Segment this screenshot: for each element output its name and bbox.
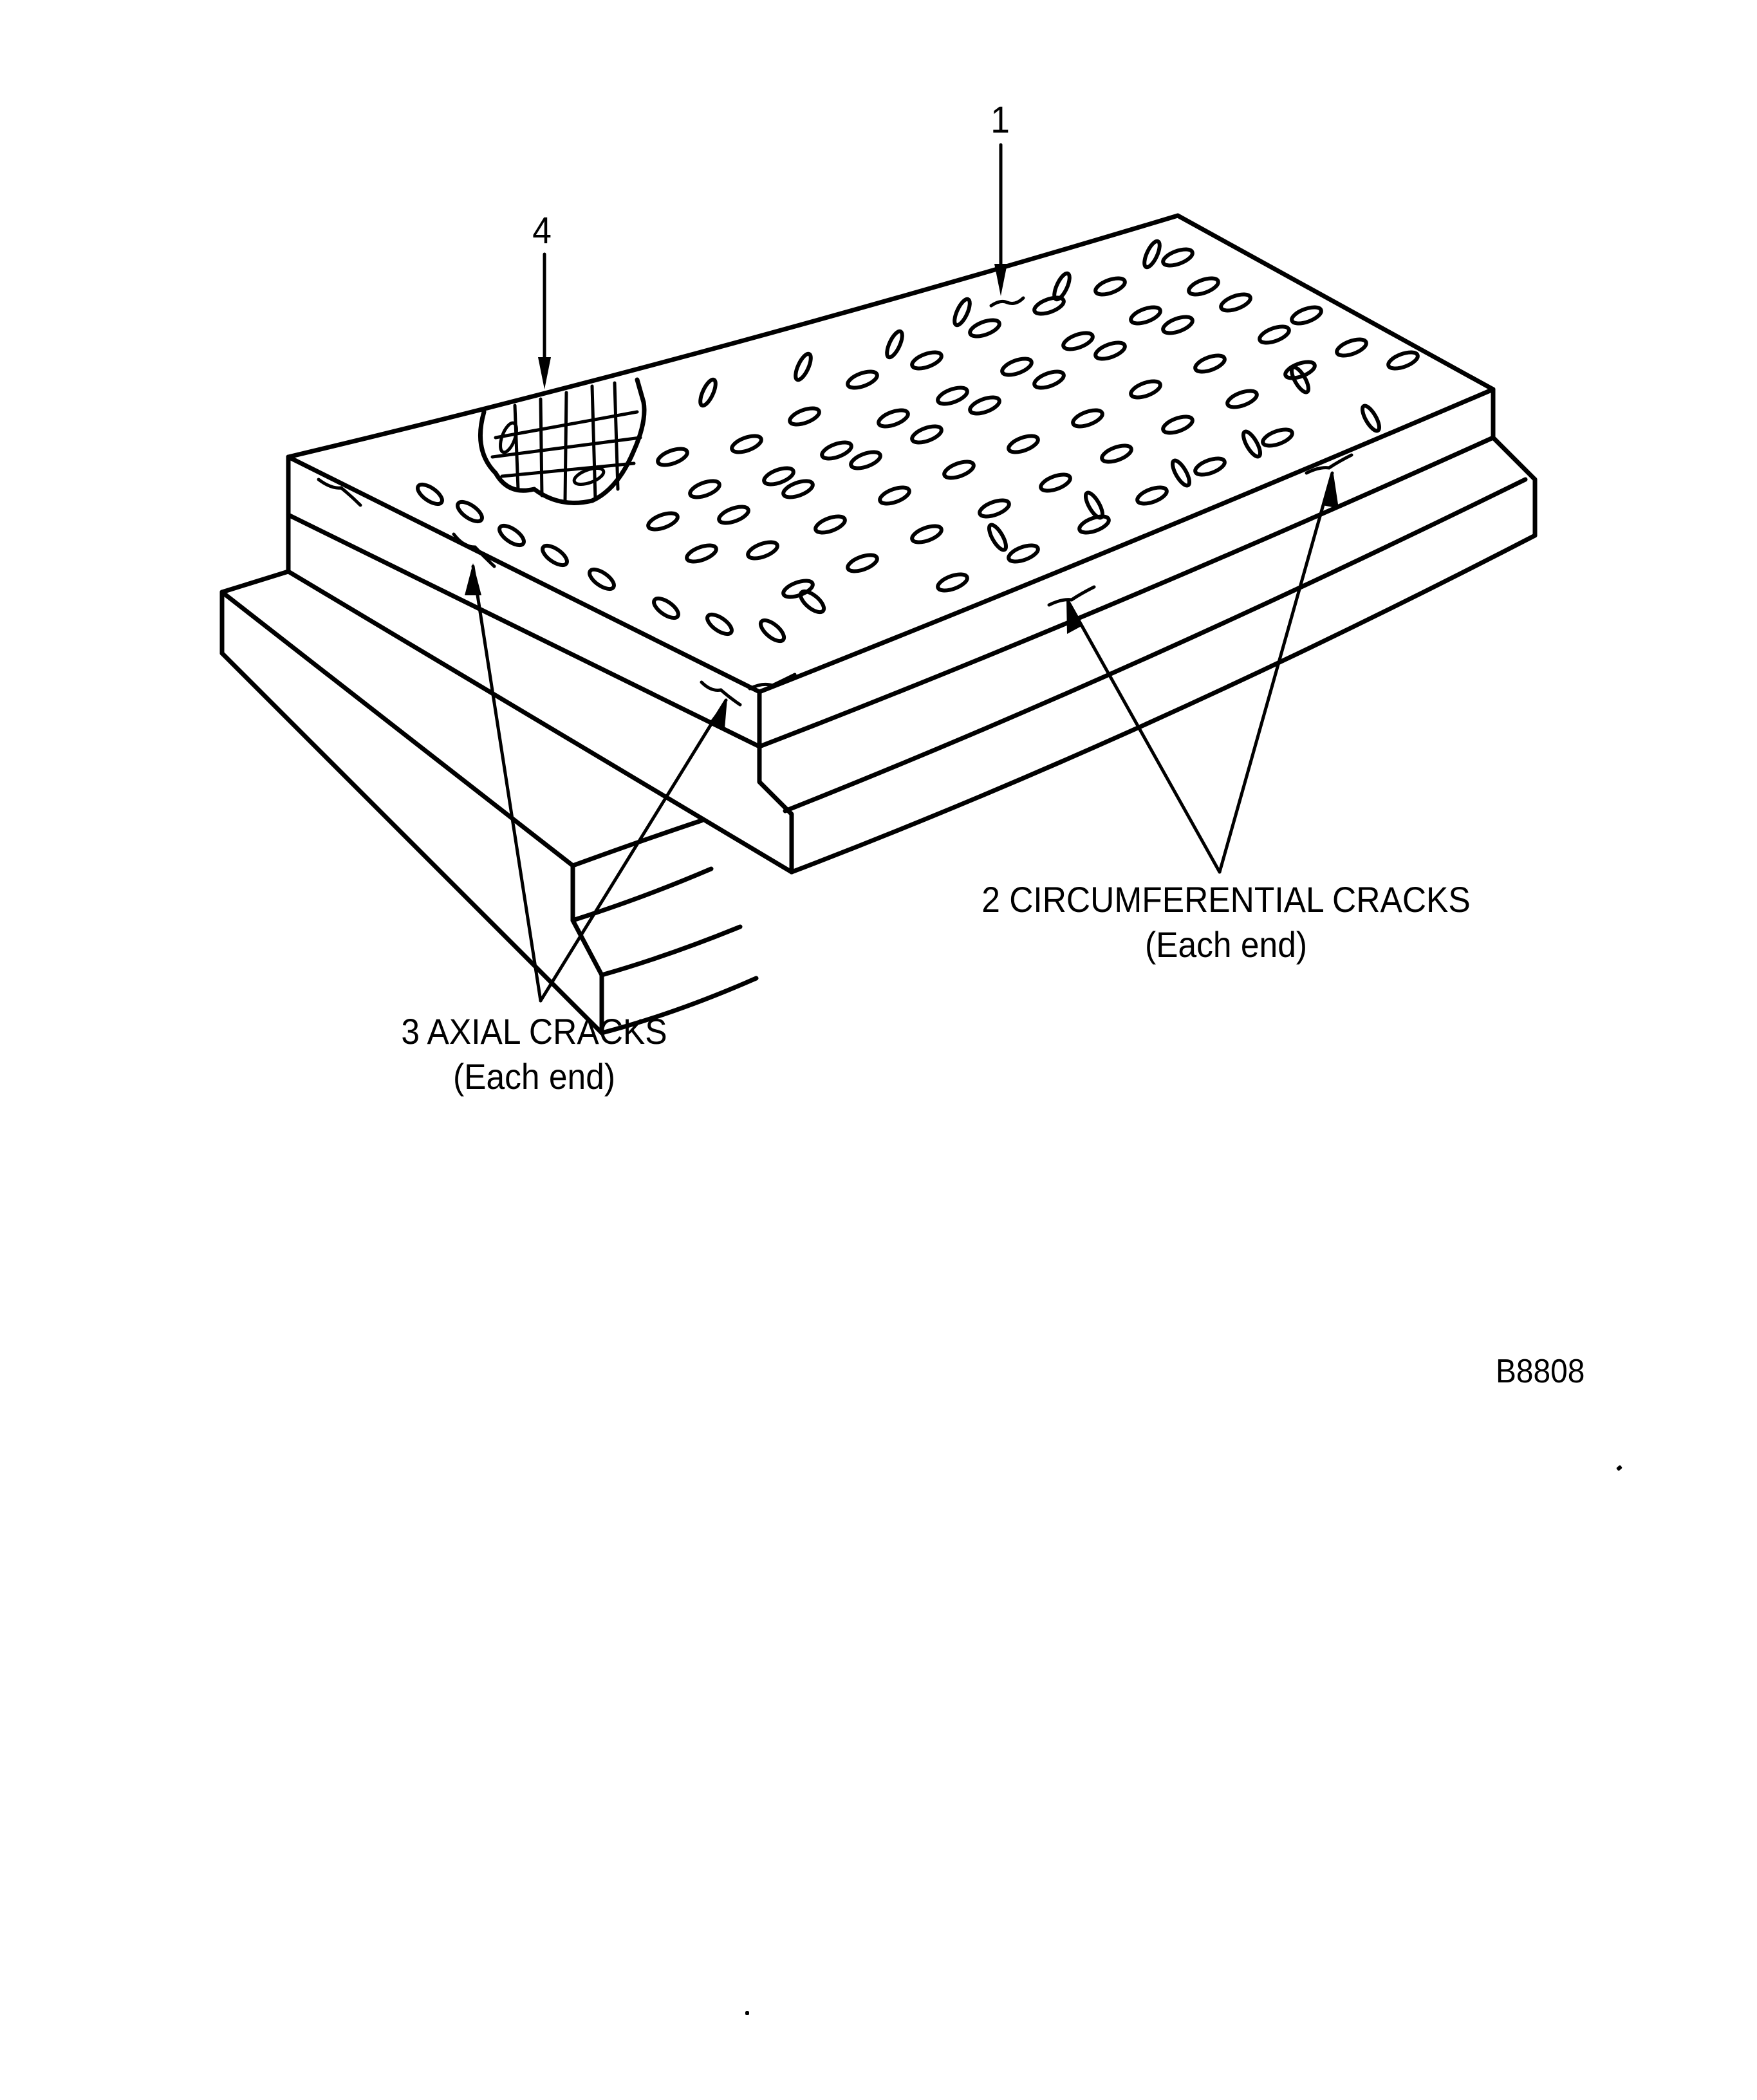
figure-id-label: B8808	[1496, 1353, 1585, 1390]
circumferential-cracks-note: (Each end)	[1144, 924, 1308, 965]
leader-arrows	[465, 143, 1339, 1003]
top-plate	[286, 213, 1496, 749]
cooling-holes	[416, 239, 1420, 644]
base-plate	[219, 569, 759, 1036]
middle-plate	[286, 387, 1538, 875]
scan-speck	[745, 2011, 749, 2015]
crazed-area	[478, 377, 647, 505]
cracks	[317, 296, 1353, 707]
axial-cracks-title: 3 AXIAL CRACKS	[401, 1011, 667, 1052]
callout-4-label: 4	[532, 210, 552, 252]
callout-1-label: 1	[990, 99, 1010, 141]
circumferential-cracks-title: 2 CIRCUMFERENTIAL CRACKS	[981, 879, 1471, 920]
axial-cracks-note: (Each end)	[452, 1056, 616, 1097]
